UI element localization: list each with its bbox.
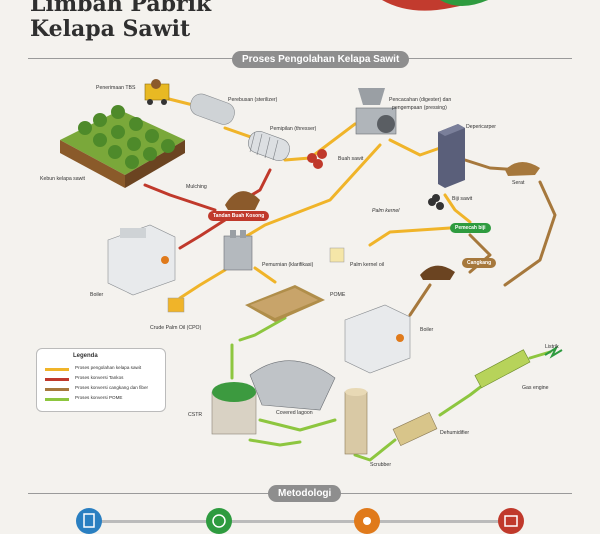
flow-tankos <box>178 218 227 250</box>
label-pencacahan-1: Pencacahan (digester) dan <box>389 97 452 103</box>
thresher <box>248 130 290 162</box>
flow-pome <box>248 438 302 447</box>
legend-item: Proses pengolahan kelapa sawit <box>45 365 163 373</box>
cstr-tank <box>211 382 257 435</box>
palm-fruits <box>307 149 327 169</box>
legend-item: Proses konversi POME <box>45 395 163 403</box>
label-depericarper: Depericarper <box>466 124 496 130</box>
flow-main <box>178 268 227 300</box>
legend-swatch <box>45 368 69 371</box>
flow-fiber <box>408 283 432 317</box>
recycle-icon <box>206 508 232 534</box>
legend-label: Proses konversi POME <box>75 395 123 400</box>
legend-swatch <box>45 388 69 391</box>
legend: Legenda Proses pengolahan kelapa sawit P… <box>36 348 166 412</box>
page-title-line1: Limbah Pabrik <box>30 0 212 17</box>
plantation <box>60 105 185 188</box>
label-buah-sawit: Buah sawit <box>338 156 364 162</box>
methodology-title: Metodologi <box>268 485 342 502</box>
flow-main <box>238 143 382 242</box>
flow-pome <box>353 438 397 462</box>
label-pemipilan: Pemipilan (thresser) <box>270 126 317 132</box>
label-boiler-right: Boiler <box>420 327 434 333</box>
tag-cangkang: Cangkang <box>462 258 497 268</box>
boiler-left <box>107 224 176 296</box>
legend-item: Proses konversi Tankos <box>45 375 163 383</box>
label-gas-engine: Gas engine <box>522 385 549 391</box>
flow-pome <box>258 418 337 432</box>
decorative-blob <box>382 0 488 11</box>
label-mulching: Mulching <box>186 184 207 190</box>
legend-swatch <box>45 398 69 401</box>
flow-pome <box>238 316 287 342</box>
label-biji-sawit: Biji sawit <box>452 196 473 202</box>
cpo-beaker <box>167 297 185 313</box>
legend-label: Proses konversi Tankos <box>75 375 124 380</box>
label-scrubber: Scrubber <box>370 462 392 468</box>
kernel-oil-beaker <box>329 247 345 263</box>
scrubber-tower <box>344 388 368 455</box>
report-icon <box>498 508 524 534</box>
label-dehumidifier: Dehumidifier <box>440 430 470 436</box>
section-title: Proses Pengolahan Kelapa Sawit <box>232 51 410 68</box>
page-title-line2: Kelapa Sawit <box>30 16 191 42</box>
label-palm-kernel: Palm kernel <box>372 208 400 214</box>
label-penerimaan-tbs: Penerimaan TBS <box>96 85 136 91</box>
label-pencacahan-2: pengempaan (pressing) <box>392 105 447 111</box>
tag-tandan-buah-kosong: Tandan Buah Kosong <box>208 211 270 221</box>
sterilizer <box>190 93 235 125</box>
clarifier <box>223 230 253 271</box>
label-cstr: CSTR <box>188 412 203 418</box>
flow-main <box>368 226 452 247</box>
legend-label: Proses konversi cangkang dan fiber <box>75 385 149 390</box>
legend-label: Proses pengolahan kelapa sawit <box>75 365 142 370</box>
lightning-icon <box>544 345 563 359</box>
boiler-right <box>344 304 411 374</box>
palm-seeds <box>428 194 444 210</box>
label-cpo: Crude Palm Oil (CPO) <box>150 325 202 331</box>
label-serat: Serat <box>512 180 525 186</box>
efb-pile <box>225 191 260 210</box>
legend-title: Legenda <box>73 353 98 359</box>
flow-main <box>253 266 277 284</box>
label-covered-lagoon: Covered lagoon <box>276 410 313 416</box>
pome-pond <box>245 285 325 322</box>
label-pemurnian: Pemurnian (klarifikasi) <box>262 262 314 268</box>
document-icon <box>76 508 102 534</box>
tag-pemecah-biji: Pemecah biji <box>450 223 491 233</box>
fiber-pile <box>505 161 540 176</box>
legend-swatch <box>45 378 69 381</box>
label-listrik: Listrik <box>545 344 559 350</box>
dehumidifier <box>392 411 438 447</box>
covered-lagoon <box>249 360 336 411</box>
flow-main <box>388 138 442 157</box>
digester-press <box>355 88 397 135</box>
legend-item: Proses konversi cangkang dan fiber <box>45 385 163 393</box>
label-pome: POME <box>330 292 346 298</box>
methodology-track <box>100 520 500 523</box>
shell-pile <box>420 265 455 280</box>
label-boiler-left: Boiler <box>90 292 104 298</box>
sun-icon <box>354 508 380 534</box>
depericarper <box>438 124 465 188</box>
label-palm-kernel-oil: Palm kernel oil <box>350 262 385 268</box>
gas-engine <box>474 349 531 389</box>
flow-fiber <box>503 180 557 287</box>
label-kebun: Kebun kelapa sawit <box>40 176 85 182</box>
flow-main <box>443 193 472 224</box>
tbs-truck <box>144 79 170 105</box>
label-perebusan: Perebusan (sterilizer) <box>228 97 278 103</box>
flow-tankos <box>143 183 217 212</box>
